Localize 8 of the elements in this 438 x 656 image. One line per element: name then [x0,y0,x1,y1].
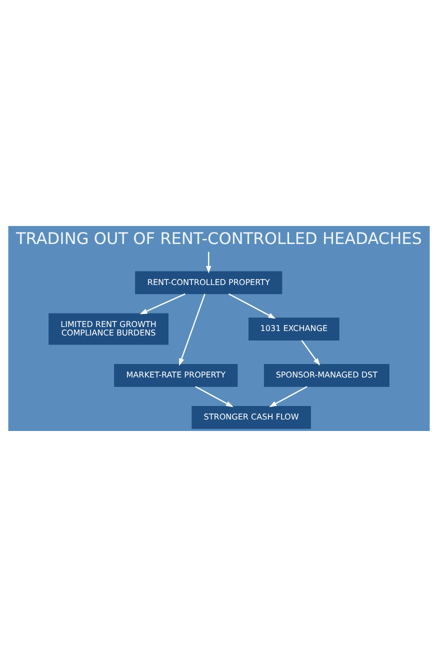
diagram-title: TRADING OUT OF RENT-CONTROLLED HEADACHES [16,228,422,248]
arrow [206,251,212,273]
arrow [179,293,206,366]
arrow [195,386,234,407]
arrow [269,386,308,407]
arrow [140,292,186,314]
arrow [301,339,320,366]
arrow [228,292,276,318]
